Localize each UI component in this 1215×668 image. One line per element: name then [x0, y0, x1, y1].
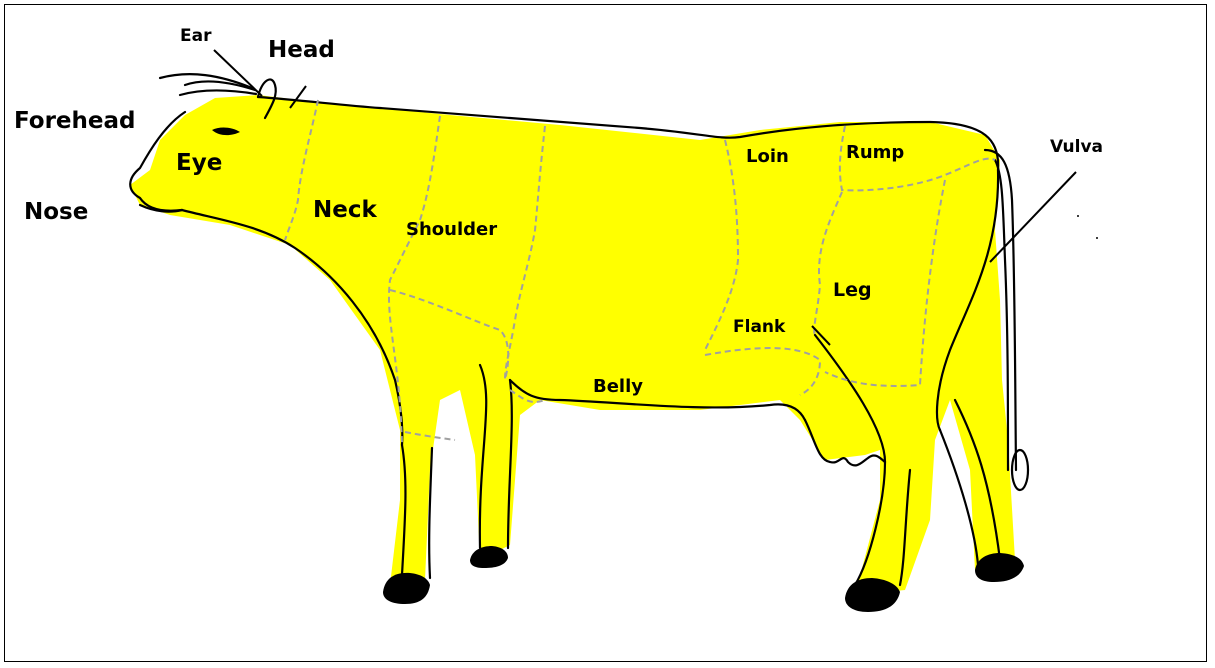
label-ear: Ear	[180, 26, 212, 46]
label-shoulder: Shoulder	[406, 219, 497, 240]
label-flank: Flank	[733, 317, 786, 337]
label-eye: Eye	[176, 150, 222, 176]
hooves	[383, 546, 1024, 612]
speck-1	[1077, 215, 1079, 217]
hoof-front-right-icon	[470, 546, 508, 568]
label-head: Head	[268, 37, 335, 63]
ear-pointer	[214, 50, 262, 96]
cow-body-fill	[130, 95, 1015, 595]
label-loin: Loin	[746, 146, 789, 167]
label-leg: Leg	[833, 279, 872, 301]
hoof-front-left-icon	[383, 573, 430, 604]
label-vulva: Vulva	[1050, 137, 1103, 157]
label-nose: Nose	[24, 199, 88, 225]
speck-2	[1096, 237, 1098, 239]
label-rump: Rump	[846, 142, 904, 163]
label-forehead: Forehead	[14, 108, 135, 134]
label-neck: Neck	[313, 197, 377, 223]
label-belly: Belly	[593, 376, 643, 397]
